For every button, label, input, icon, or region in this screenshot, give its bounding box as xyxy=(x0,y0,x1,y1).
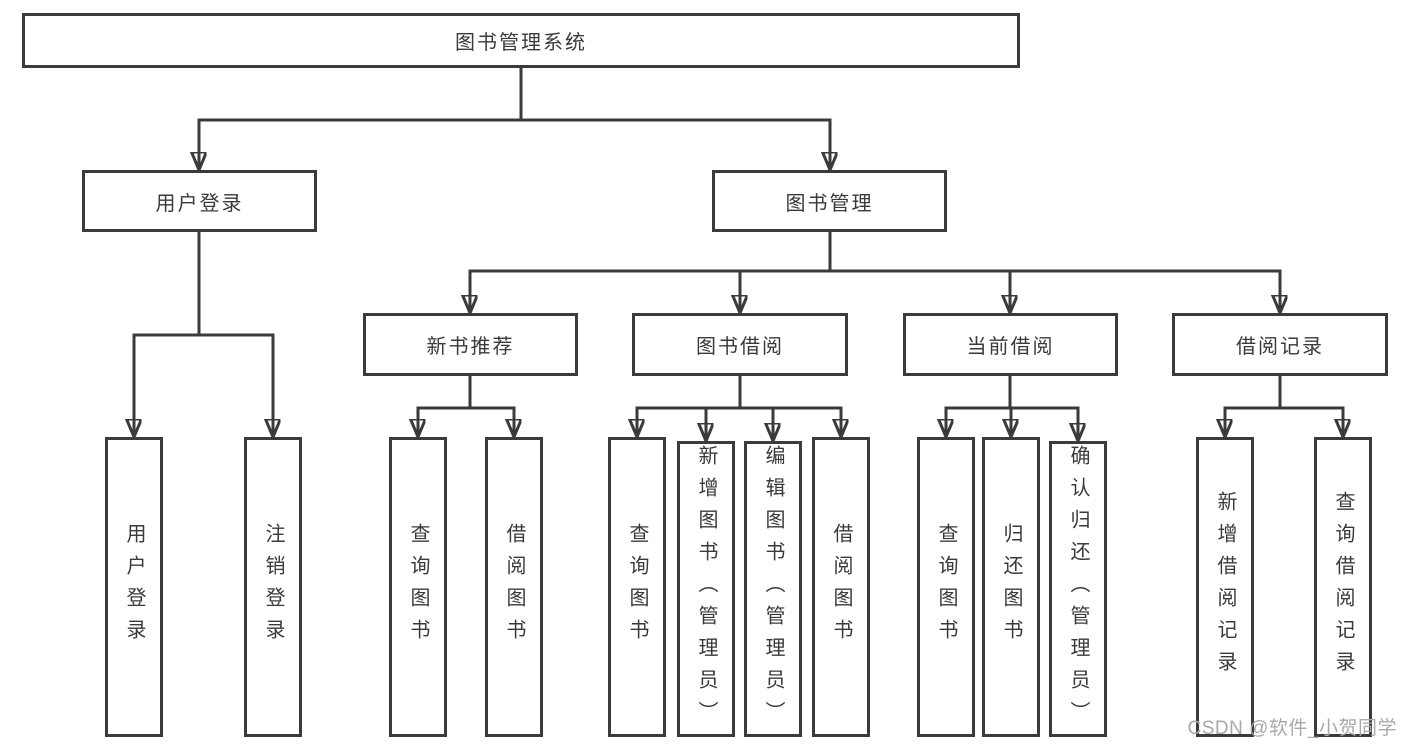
leaf-nb-query-book-label: 查询图书 xyxy=(407,523,429,651)
leaf-logout-label: 注销登录 xyxy=(262,523,284,651)
node-new-book: 新书推荐 xyxy=(363,313,578,376)
leaf-nb-query-book: 查询图书 xyxy=(389,437,447,737)
leaf-cb-query-book-label: 查询图书 xyxy=(935,523,957,651)
leaf-br-add-record-label: 新增借阅记录 xyxy=(1214,491,1236,683)
node-root-system-label: 图书管理系统 xyxy=(455,32,587,54)
leaf-cb-query-book: 查询图书 xyxy=(917,437,975,737)
leaf-bb-edit-book-admin: 编辑图书（管理员） xyxy=(744,441,802,737)
leaf-bb-query-book: 查询图书 xyxy=(608,437,666,737)
node-book-borrow: 图书借阅 xyxy=(632,313,848,376)
node-book-mgmt: 图书管理 xyxy=(712,170,947,232)
leaf-logout: 注销登录 xyxy=(244,437,302,737)
leaf-bb-edit-book-admin-label: 编辑图书（管理员） xyxy=(762,445,784,733)
node-borrow-record-label: 借阅记录 xyxy=(1236,336,1324,358)
leaf-bb-add-book-admin-label: 新增图书（管理员） xyxy=(695,445,717,733)
leaf-bb-borrow-book: 借阅图书 xyxy=(812,437,870,737)
node-user-login: 用户登录 xyxy=(82,170,317,232)
node-book-borrow-label: 图书借阅 xyxy=(696,336,784,358)
leaf-cb-confirm-return-admin: 确认归还（管理员） xyxy=(1049,441,1107,737)
leaf-nb-borrow-book-label: 借阅图书 xyxy=(503,523,525,651)
leaf-nb-borrow-book: 借阅图书 xyxy=(485,437,543,737)
leaf-br-query-record: 查询借阅记录 xyxy=(1314,437,1372,737)
leaf-cb-return-book-label: 归还图书 xyxy=(1000,523,1022,651)
leaf-user-login: 用户登录 xyxy=(105,437,163,737)
leaf-br-add-record: 新增借阅记录 xyxy=(1196,437,1254,737)
node-book-mgmt-label: 图书管理 xyxy=(785,192,874,215)
node-user-login-label: 用户登录 xyxy=(155,192,244,215)
node-root-system: 图书管理系统 xyxy=(22,13,1020,68)
leaf-br-query-record-label: 查询借阅记录 xyxy=(1332,491,1354,683)
csdn-watermark: CSDN @软件_小贺同学 xyxy=(1187,718,1397,739)
leaf-user-login-label: 用户登录 xyxy=(123,523,145,651)
leaf-cb-return-book: 归还图书 xyxy=(982,437,1040,737)
leaf-bb-query-book-label: 查询图书 xyxy=(626,523,648,651)
node-current-borrow-label: 当前借阅 xyxy=(966,336,1055,358)
node-new-book-label: 新书推荐 xyxy=(426,336,515,358)
leaf-bb-add-book-admin: 新增图书（管理员） xyxy=(677,441,735,737)
node-borrow-record: 借阅记录 xyxy=(1172,313,1388,376)
leaf-cb-confirm-return-admin-label: 确认归还（管理员） xyxy=(1067,445,1089,733)
node-current-borrow: 当前借阅 xyxy=(903,313,1118,376)
leaf-bb-borrow-book-label: 借阅图书 xyxy=(830,523,852,651)
